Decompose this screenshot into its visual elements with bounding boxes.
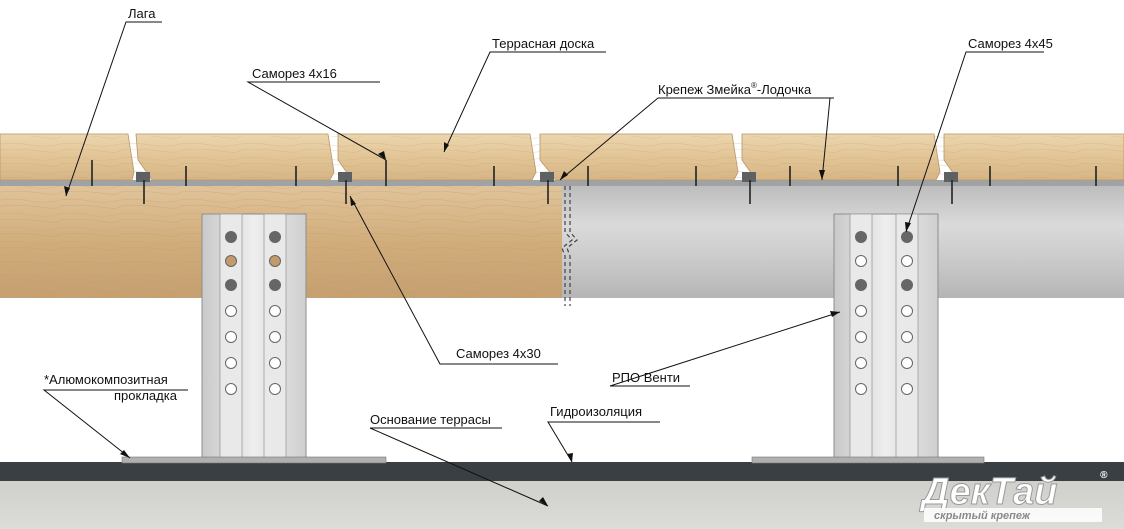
label-lag: Лага [128,6,156,21]
alu-composite-pad-right [751,456,985,464]
label-waterproofing: Гидроизоляция [550,404,642,419]
rpo-venti-post-right [833,213,939,463]
label-screw-4x45: Саморез 4х45 [968,36,1053,51]
label-screw-4x16: Саморез 4х16 [252,66,337,81]
rpo-venti-post-left [201,213,307,463]
alu-composite-pad-left [121,456,387,464]
leader-lines [42,21,1044,507]
label-base: Основание террасы [370,412,491,427]
svg-text:®: ® [1100,470,1108,481]
label-fastener: Крепеж Змейка®-Лодочка [658,81,812,97]
fastener-strip [0,180,1124,186]
deck-boards [0,133,1124,181]
svg-text:ДекТай: ДекТай [919,471,1057,513]
label-rpo: РПО Венти [612,370,680,385]
svg-text:скрытый крепеж: скрытый крепеж [934,510,1031,522]
dektai-logo: ДекТай ® скрытый крепеж [919,470,1108,522]
waterproofing-membrane [0,462,1124,481]
screws-4x16 [91,160,1097,186]
lag-break-line [561,186,573,306]
fastener-clips [136,172,958,182]
label-deck-board: Террасная доска [492,36,595,51]
label-screw-4x30: Саморез 4х30 [456,346,541,361]
label-alu-pad-line2: прокладка [114,388,178,403]
leader-arrows [64,142,911,506]
label-alu-pad-line1: *Алюмокомпозитная [44,372,168,387]
